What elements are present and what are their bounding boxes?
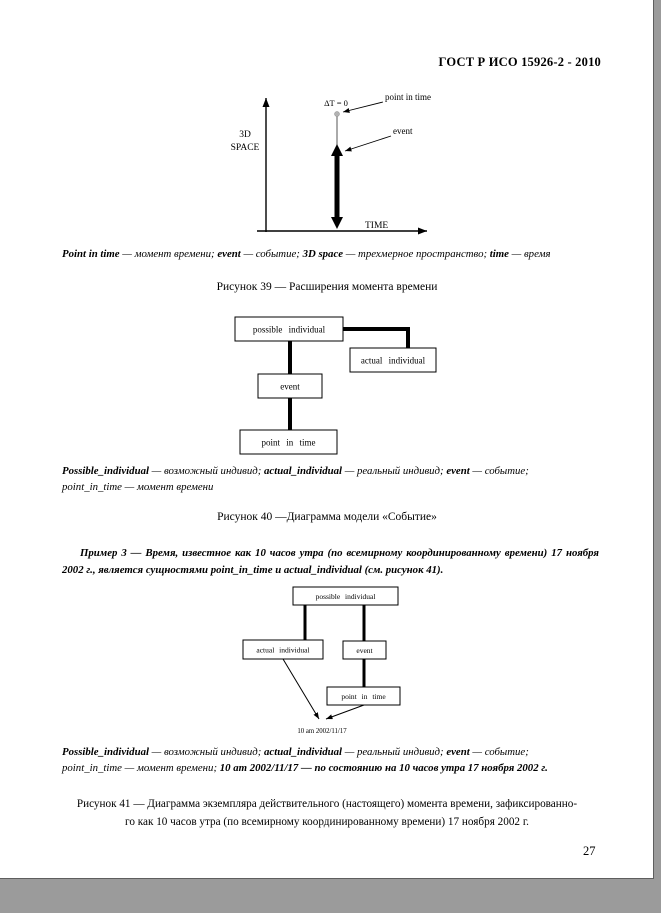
fig40-box-actual-individual — [349, 347, 437, 373]
fig39-caption: Point in time — момент времени; event — … — [62, 248, 551, 260]
space-axis-label-line2: SPACE — [231, 143, 260, 153]
fig41-arrow-actual-to-instance — [282, 658, 320, 720]
document-header: ГОСТ Р ИСО 15926-2 - 2010 — [438, 55, 601, 69]
fig41-box-point-in-time-label: point in time — [341, 692, 386, 701]
event-arrow-head-bottom — [331, 217, 343, 229]
fig40-box-point-in-time-label: point in time — [262, 438, 316, 448]
page-number: 27 — [583, 844, 596, 858]
fig40-caption-line1: Possible_individual — возможный индивид;… — [62, 465, 529, 477]
fig41-title-line2: го как 10 часов утра (по всемирному коор… — [125, 816, 529, 828]
document-page: ГОСТ Р ИСО 15926-2 - 2010 3D SPACE TIME … — [0, 0, 654, 879]
fig40-box-possible-individual-label: possible individual — [253, 325, 326, 335]
fig41-box-possible-individual-label: possible individual — [316, 592, 376, 601]
event-label: event — [393, 126, 413, 136]
fig40-box-point-in-time — [239, 429, 338, 455]
fig41-title-line1: Рисунок 41 — Диаграмма экземпляра действ… — [76, 798, 578, 810]
fig41-caption-line2: point_in_time — момент времени; 10 am 20… — [62, 762, 548, 774]
space-axis-label-line1: 3D — [239, 130, 251, 140]
fig41-title: Рисунок 41 — Диаграмма экземпляра действ… — [30, 795, 624, 831]
event-arrow-head-top — [331, 144, 343, 156]
fig41-box-possible-individual — [292, 586, 399, 606]
fig40-box-event-label: event — [280, 382, 300, 392]
fig40-box-event — [257, 373, 323, 399]
fig39-diagram: 3D SPACE TIME ΔT = 0 point in time event — [231, 92, 431, 235]
fig40-caption-line2: point_in_time — момент времени — [62, 481, 214, 493]
fig40-box-possible-individual — [234, 316, 344, 342]
point-in-time-callout-arrow — [342, 101, 384, 113]
fig41-caption-line1: Possible_individual — возможный индивид;… — [62, 746, 529, 758]
example-3-paragraph: Пример 3 — Время, известное как 10 часов… — [62, 547, 599, 576]
point-in-time-label: point in time — [385, 92, 431, 102]
fig40-link-possible-actual — [343, 327, 410, 349]
fig41-box-actual-individual-label: actual individual — [256, 645, 309, 654]
event-callout-arrow — [344, 135, 392, 152]
fig40-box-actual-individual-label: actual individual — [361, 356, 426, 366]
fig40-title: Рисунок 40 —Диаграмма модели «Событие» — [217, 511, 437, 523]
fig41-box-event-label: event — [356, 646, 373, 655]
fig41-box-event — [342, 640, 387, 660]
time-point-dot — [334, 111, 340, 117]
fig40-diagram: possible individual actual individual ev… — [234, 316, 437, 455]
fig41-diagram: possible individual actual individual ev… — [242, 586, 401, 735]
fig41-instance-label: 10 am 2002/11/17 — [297, 728, 347, 735]
time-axis-label: TIME — [365, 221, 388, 231]
delta-t-label: ΔT = 0 — [324, 98, 348, 108]
fig41-arrow-point-to-instance — [325, 704, 365, 720]
fig39-title: Рисунок 39 — Расширения момента времени — [216, 281, 438, 293]
